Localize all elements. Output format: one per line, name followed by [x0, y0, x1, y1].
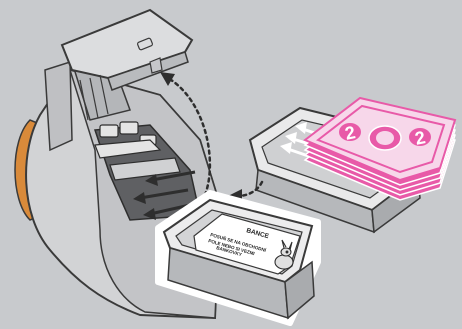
bill-portrait-inner	[376, 131, 394, 145]
machine-hinge-left	[45, 62, 72, 150]
